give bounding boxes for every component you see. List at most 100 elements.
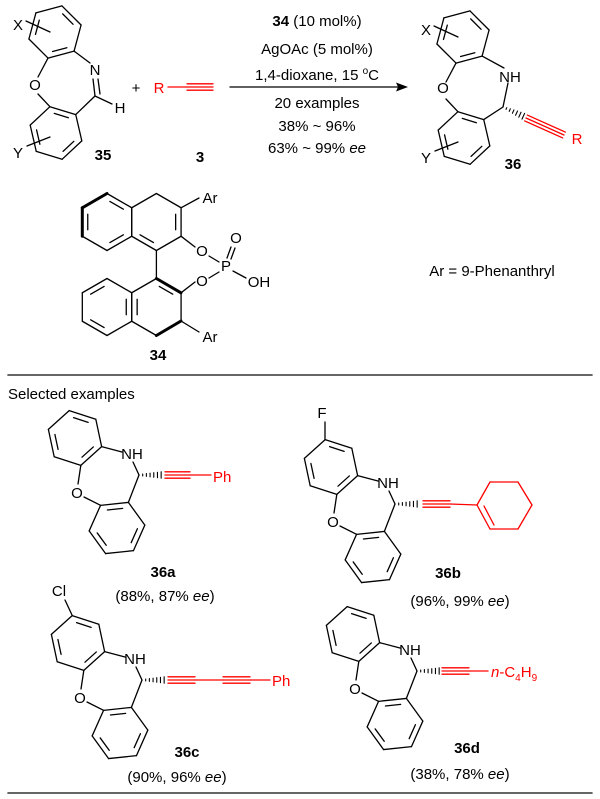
naphthyl-lower-left-bond — [106, 277, 133, 294]
atom-nh: NH — [124, 651, 146, 668]
arrow-head-icon — [396, 82, 408, 92]
ring-a-bond — [50, 614, 73, 635]
ring-a-bond — [325, 624, 333, 654]
n-c-bond — [502, 82, 509, 108]
close-paren: ) — [505, 766, 510, 783]
ring-b-bond — [107, 755, 138, 760]
atom-y: Y — [13, 145, 23, 162]
ring-a-double-bond — [470, 18, 482, 30]
reactant-35: X N O H Y 35 — [13, 17, 125, 164]
ring-a-double-bond — [54, 433, 59, 451]
naphthyl-lower-left-bond — [81, 320, 108, 337]
plus-sign: + — [132, 80, 141, 97]
ring-b-double-bond — [470, 145, 483, 158]
atom-o-lower: O — [196, 273, 208, 290]
atom-p: P — [221, 258, 231, 275]
cyclohexene-bond — [476, 504, 491, 530]
ring-a-bond — [346, 605, 375, 616]
ring-b-bond — [457, 111, 485, 121]
naphthyl-lower-left-double-bond — [89, 285, 105, 295]
atom-o-double: O — [230, 230, 242, 247]
ring-b-bond — [99, 501, 130, 506]
loading: (10 mol%) — [289, 13, 362, 30]
hydrogen: H — [521, 664, 532, 681]
ring-a-double-bond — [57, 638, 62, 656]
o-c-bond — [445, 98, 459, 113]
ring-b-bond — [360, 579, 391, 584]
o-c-bond — [86, 701, 105, 711]
ring-b-bond — [383, 530, 402, 555]
yield: (38%, 78% — [410, 766, 488, 783]
ring-a-bond — [47, 50, 75, 59]
naphthyl-lower-right-bond — [131, 277, 158, 294]
ring-a-double-bond — [359, 642, 372, 654]
imine-double-bond — [92, 78, 96, 97]
ring-b-bond — [135, 729, 149, 757]
ring-b-bond — [104, 550, 135, 555]
naphthyl-upper-left-bond — [106, 235, 133, 252]
ring-b-double-bond — [386, 557, 395, 573]
naphthyl-lower-left-bond — [81, 277, 108, 294]
ring-b-bond — [366, 726, 385, 751]
ring-a-bond — [47, 428, 55, 458]
ring-a-bond — [28, 12, 37, 40]
reactant-3: R 3 — [154, 80, 205, 166]
ring-b-double-bond — [130, 528, 139, 544]
section-heading: Selected examples — [8, 386, 135, 403]
ring-a-bond — [98, 623, 106, 653]
ring-a-double-bond — [310, 462, 315, 480]
ring-a-bond — [53, 456, 82, 467]
ring-a-bond — [481, 29, 490, 57]
atom-nh: NH — [399, 642, 421, 659]
substituent-n-butyl: n-C4H9 — [491, 664, 538, 684]
close-paren: ) — [210, 588, 215, 605]
ring-b-bond — [61, 140, 83, 160]
o-p-bond — [208, 271, 220, 279]
c-c-bond — [127, 474, 140, 504]
c-c-bond — [405, 670, 418, 700]
atom-oh: OH — [248, 274, 271, 291]
compound-label-34: 34 — [150, 347, 167, 364]
atom-x: X — [13, 17, 23, 34]
c-cl-bond — [64, 599, 73, 616]
compound-label: 36c — [174, 744, 199, 761]
catalyst-loading: 34 (10 mol%) — [272, 13, 361, 30]
atom-o: O — [71, 485, 83, 502]
yield: (90%, 96% — [127, 769, 205, 786]
ee-values: 63% ~ 99% — [268, 140, 349, 157]
ring-b-bond — [49, 106, 77, 116]
ring-b-bond — [29, 106, 51, 126]
ring-b-bond — [405, 697, 424, 722]
ring-b-bond — [355, 530, 386, 535]
ee-label: ee — [193, 588, 210, 605]
ring-a-bond — [373, 614, 381, 644]
ee-label: ee — [349, 140, 366, 157]
c-o-bond — [445, 62, 457, 83]
cyclohexene-double-bond — [483, 505, 495, 526]
n-c-bond — [135, 666, 143, 681]
c-h-bond — [94, 95, 113, 105]
catalyst-ref: 34 — [272, 13, 289, 30]
ee-label: ee — [488, 766, 505, 783]
ring-b-bond — [469, 145, 491, 165]
ring-b-double-bond — [443, 134, 449, 150]
c-n-bond — [378, 642, 401, 649]
ring-a-bond — [443, 10, 471, 19]
hashed-bond — [521, 112, 526, 120]
ring-a-bond — [71, 614, 100, 625]
yield: (96%, 99% — [410, 593, 488, 610]
bonds-layer — [7, 5, 593, 794]
ring-a-double-bond — [332, 629, 337, 647]
hydrogen-count: 9 — [532, 673, 538, 684]
ring-a-bond — [358, 642, 381, 663]
o-c-bond — [37, 93, 51, 108]
carbon: -C — [499, 664, 515, 681]
ar-definition: Ar = 9-Phenanthryl — [429, 263, 555, 280]
ring-a-bond — [436, 17, 445, 45]
c-ar-bond — [180, 197, 200, 209]
ring-b-double-bond — [461, 117, 478, 124]
ring-b-double-bond — [362, 536, 380, 540]
ring-b-double-bond — [408, 724, 417, 740]
x-substituent-bond — [25, 20, 51, 33]
close-paren: ) — [505, 593, 510, 610]
